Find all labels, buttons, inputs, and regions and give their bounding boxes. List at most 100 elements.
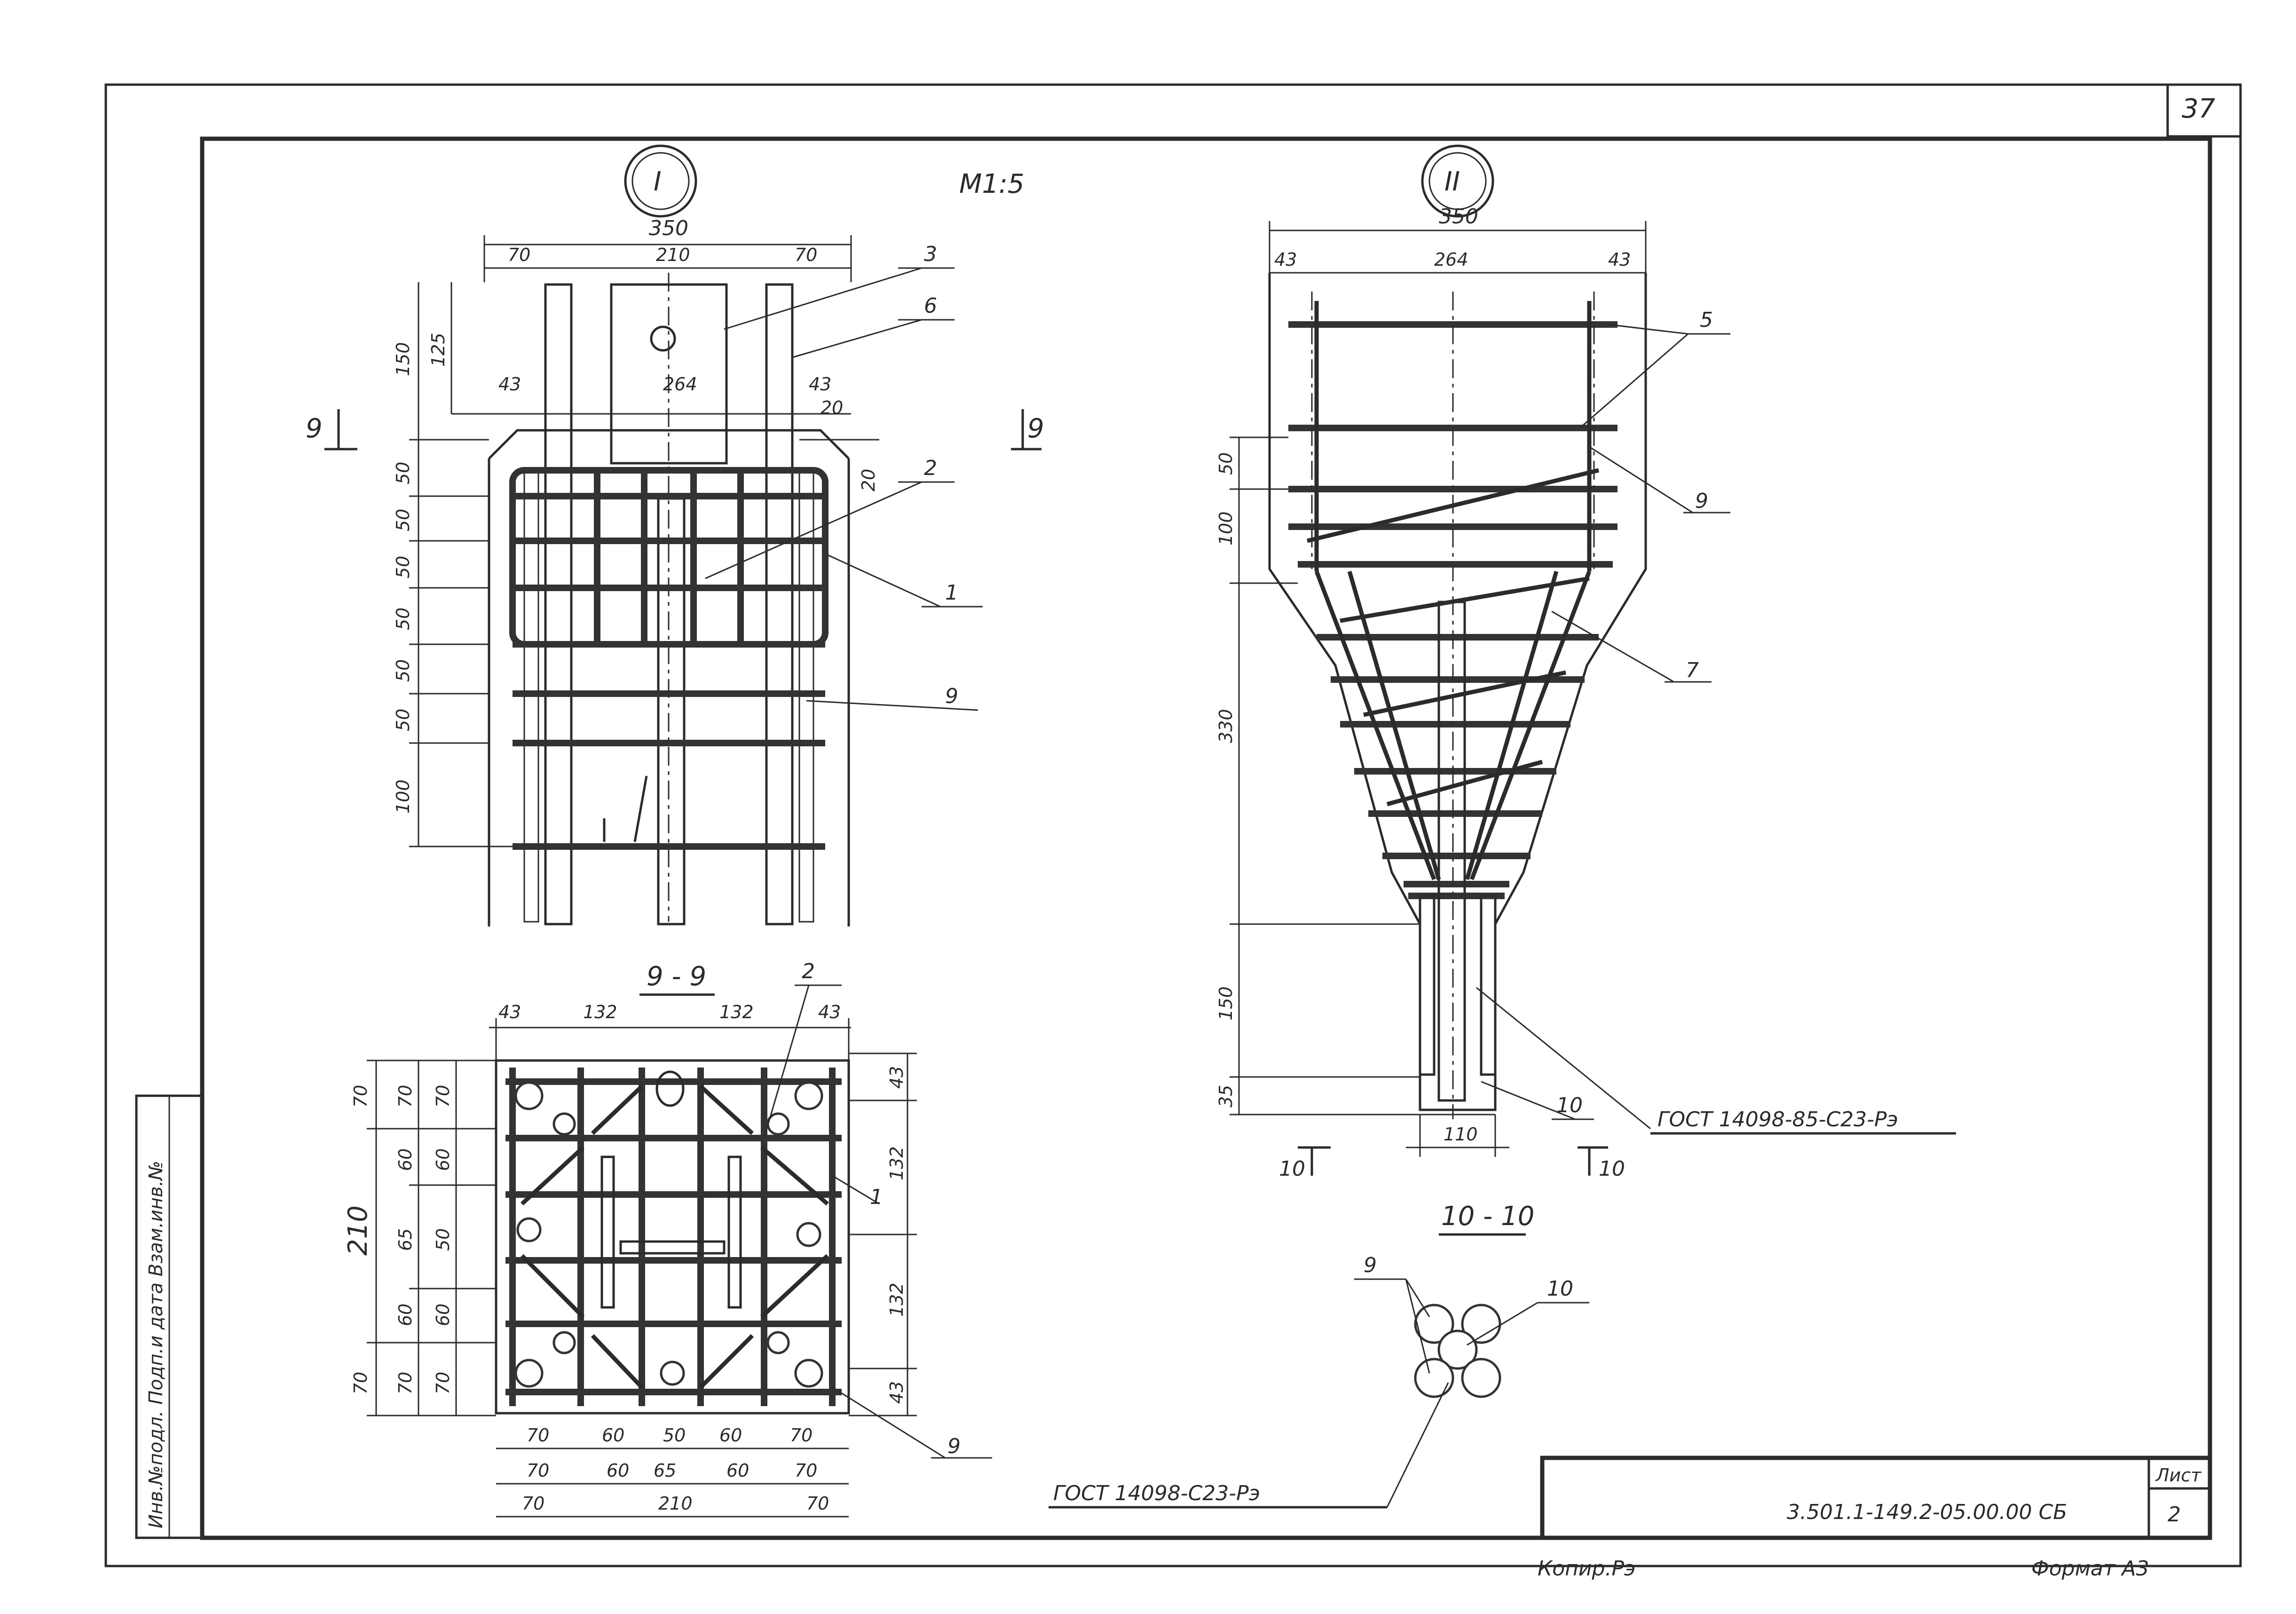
leader — [1386, 1382, 1449, 1508]
plate-hole — [650, 325, 676, 352]
leader — [1467, 1302, 1538, 1346]
rod-section — [794, 1359, 823, 1388]
dim-50: 50 — [1215, 452, 1236, 475]
diagonal-bar — [591, 1084, 644, 1135]
drawing-code: 3.501.1-149.2-05.00.00 СБ — [1787, 1500, 2067, 1524]
dim-70-lo-top: 70 — [350, 1085, 371, 1108]
outer-frame — [104, 83, 2242, 1567]
dim-50-d: 50 — [393, 608, 413, 630]
inner-bar — [600, 1155, 615, 1309]
section-mesh — [505, 1068, 842, 1406]
view-1-callouts: 3 6 2 1 9 — [705, 242, 983, 711]
callout-6: 6 — [924, 294, 937, 318]
section-dims-bottom: 70 60 50 60 70 70 60 65 60 70 70 210 70 — [496, 1425, 849, 1518]
leader — [1589, 446, 1693, 514]
rod-section — [516, 1217, 542, 1242]
diagonal-bar — [591, 1334, 644, 1389]
dim-20-top: 20 — [821, 397, 843, 418]
leader — [806, 700, 978, 711]
section-10-10: 10 - 10 9 10 ГОСТ 14098-С23-Рэ — [1049, 1201, 1589, 1509]
leader — [1476, 987, 1651, 1130]
view-1-body-outline — [488, 429, 850, 926]
dim-70-lo-bot: 70 — [350, 1372, 371, 1394]
sheet-value: 2 — [2168, 1503, 2181, 1527]
dim-b3-c: 70 — [806, 1493, 829, 1514]
rod-section — [552, 1112, 576, 1136]
diagonal-bar — [760, 1146, 829, 1206]
dim-43-left: 43 — [498, 374, 521, 395]
dim-b1-c: 50 — [663, 1425, 686, 1446]
leader — [705, 481, 922, 579]
leader — [1579, 333, 1688, 429]
cut-9-left: 9 — [306, 413, 323, 444]
rod-section — [514, 1359, 544, 1388]
title-block: 3.501.1-149.2-05.00.00 СБ Лист 2 — [1540, 1456, 2212, 1540]
callout-5: 5 — [1700, 308, 1713, 332]
dim-43-rb: 43 — [886, 1381, 907, 1404]
s1010-callout-9: 9 — [1364, 1253, 1377, 1277]
dim-150: 150 — [1215, 986, 1236, 1021]
conical-bar — [1469, 570, 1592, 880]
inner-frame — [200, 136, 2212, 1540]
dim-60-li2-b: 60 — [433, 1148, 453, 1171]
dim-330: 330 — [1215, 709, 1236, 743]
rod-pos10-right — [1480, 894, 1497, 1076]
dim-50-e: 50 — [393, 659, 413, 682]
view-1-roman: I — [654, 166, 662, 197]
dim-b1-b: 60 — [602, 1425, 624, 1446]
leader — [724, 267, 922, 330]
dim-43-rt: 43 — [886, 1066, 907, 1089]
bundle-rod — [1414, 1304, 1454, 1344]
view-1-marker-inner — [631, 152, 690, 210]
dim-b1-e: 70 — [790, 1425, 813, 1446]
diagonal-bar — [699, 1084, 754, 1135]
dim-43-tl: 43 — [498, 1002, 521, 1022]
mesh-vertical-bars — [594, 470, 744, 644]
dim-b1-a: 70 — [527, 1425, 549, 1446]
view-1: I — [306, 144, 1044, 926]
section-9-9-title: 9 - 9 — [647, 961, 706, 992]
scale-label: M1:5 — [959, 169, 1024, 199]
dim-50-c: 50 — [393, 556, 413, 578]
dim-b2-d: 60 — [726, 1460, 749, 1481]
view-2-callouts: 5 9 7 10 ГОСТ 14098-85-С23-Рэ — [1476, 308, 1956, 1135]
dim-132-tr: 132 — [719, 1002, 754, 1022]
rod-pos10-left — [1419, 894, 1436, 1076]
dim-70-left: 70 — [508, 245, 530, 265]
dim-50-b: 50 — [393, 509, 413, 531]
rod-section — [660, 1361, 685, 1386]
leader — [1481, 1081, 1576, 1120]
view-2-roman: II — [1444, 166, 1460, 197]
view-2-bars — [1306, 292, 1600, 1119]
view-2-marker — [1421, 144, 1494, 218]
bundle-rod — [1414, 1358, 1454, 1398]
callout-1: 1 — [945, 581, 958, 605]
center-rod — [1437, 601, 1466, 1102]
dim-43-tr: 43 — [818, 1002, 841, 1022]
margin-stamp: Инв.№подл. Подп.и дата Взам.инв.№ — [145, 1161, 167, 1528]
dim-50-f: 50 — [393, 709, 413, 731]
section-callout-9: 9 — [947, 1434, 961, 1458]
leader — [1608, 324, 1688, 335]
dim-70-right: 70 — [795, 245, 817, 265]
view-2: II — [1215, 144, 1956, 1181]
sheet-label: Лист — [2155, 1465, 2202, 1486]
rod-section — [796, 1222, 821, 1247]
dim-132-rb: 132 — [886, 1282, 907, 1317]
leader — [832, 1175, 880, 1205]
cut-9-marks: 9 9 — [306, 409, 1044, 451]
gost-label-2: ГОСТ 14098-85-С23-Рэ — [1657, 1108, 1898, 1131]
dim-70-li-a: 70 — [395, 1085, 416, 1108]
conical-bar — [1314, 570, 1436, 880]
conical-bar — [1465, 570, 1559, 880]
dim-20-side: 20 — [858, 469, 879, 491]
rod-mid — [657, 497, 686, 926]
callout-3: 3 — [924, 242, 937, 266]
title-block-box — [1540, 1456, 2212, 1540]
dim-b2-c: 65 — [654, 1460, 676, 1481]
dim-132-rt: 132 — [886, 1146, 907, 1180]
section-10-10-title: 10 - 10 — [1441, 1201, 1534, 1232]
sheet-number-box — [2166, 83, 2242, 138]
conical-bar — [1347, 570, 1441, 880]
